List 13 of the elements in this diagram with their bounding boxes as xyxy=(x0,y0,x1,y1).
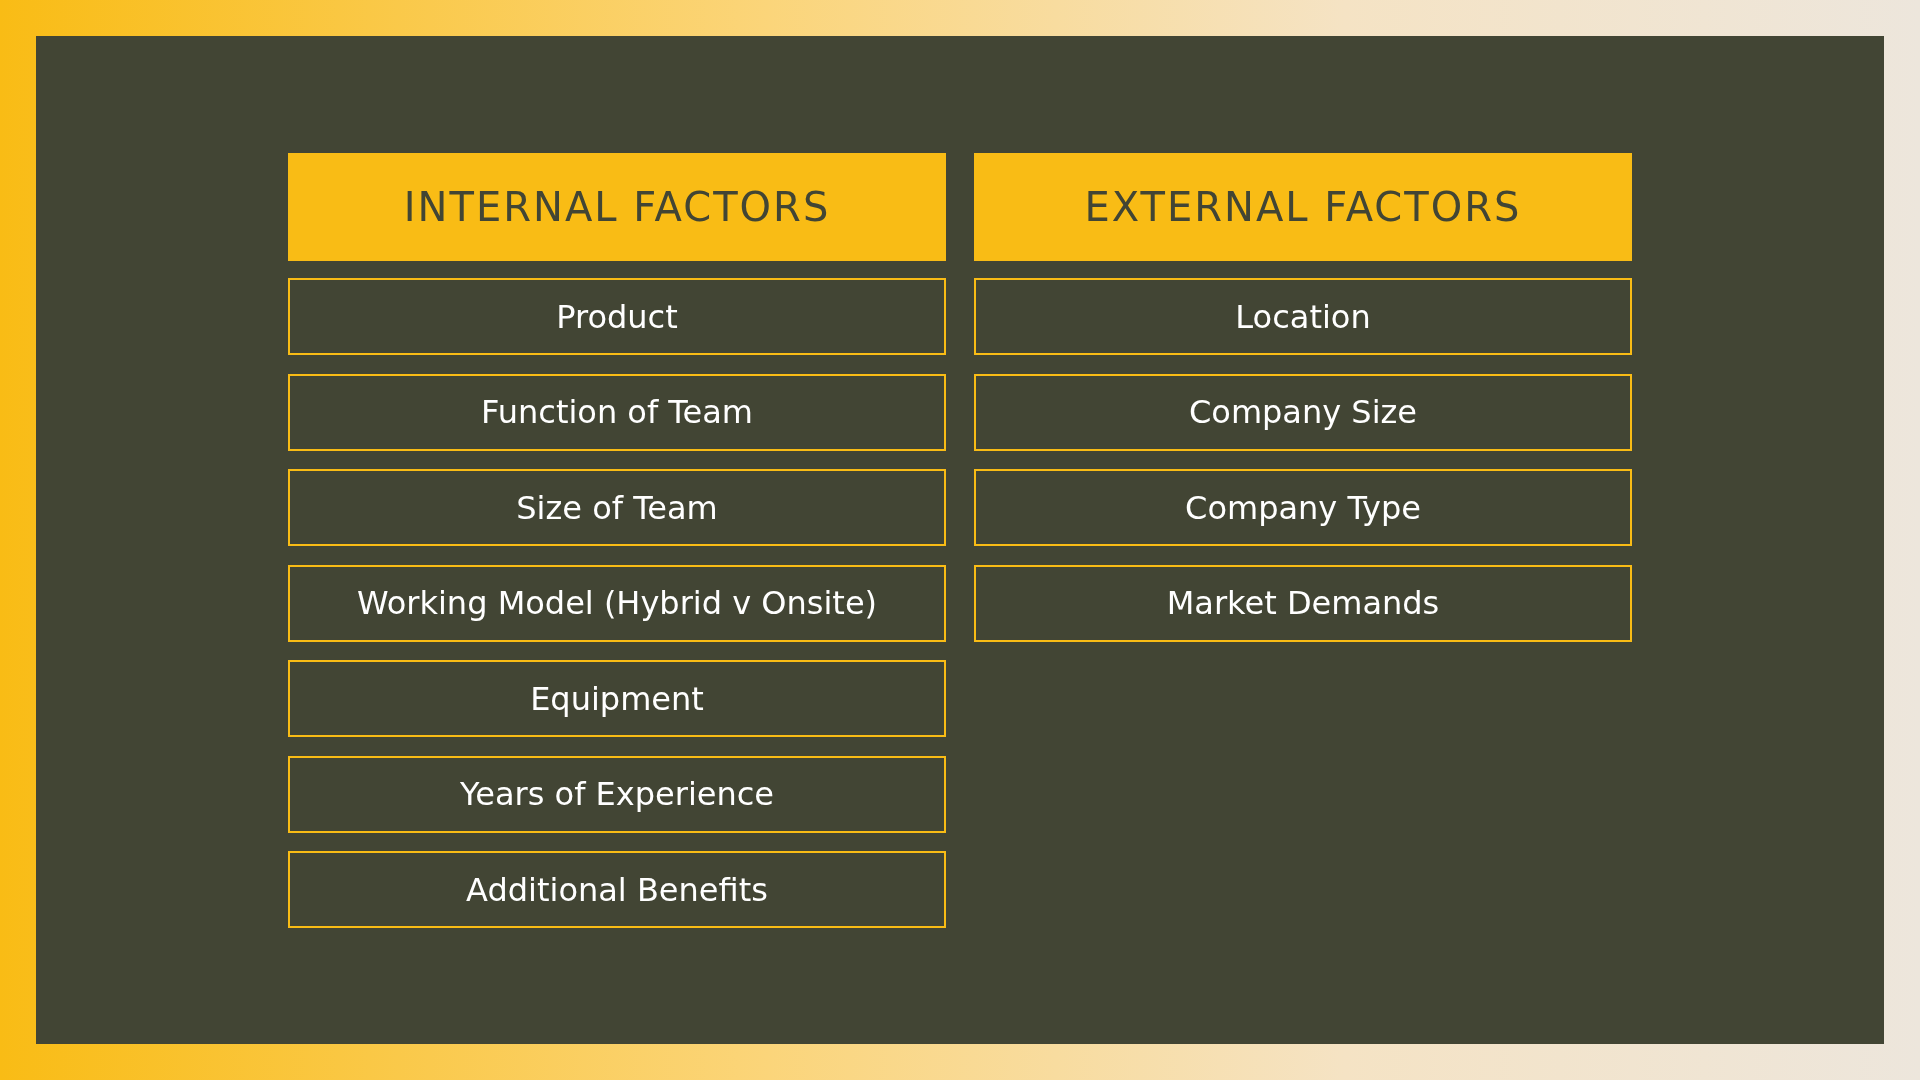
factor-box: Location xyxy=(974,278,1632,355)
factor-box: Market Demands xyxy=(974,564,1632,642)
factor-box: Company Type xyxy=(974,469,1632,546)
factor-box: Working Model (Hybrid v Onsite) xyxy=(288,564,946,642)
column-header: EXTERNAL FACTORS xyxy=(974,153,1632,261)
factor-box: Product xyxy=(288,278,946,355)
factor-box: Equipment xyxy=(288,660,946,737)
factor-box: Additional Benefits xyxy=(288,851,946,928)
factor-box: Years of Experience xyxy=(288,755,946,833)
factor-box: Size of Team xyxy=(288,469,946,546)
factor-box: Company Size xyxy=(974,373,1632,451)
column-header: INTERNAL FACTORS xyxy=(288,153,946,261)
factor-box: Function of Team xyxy=(288,373,946,451)
